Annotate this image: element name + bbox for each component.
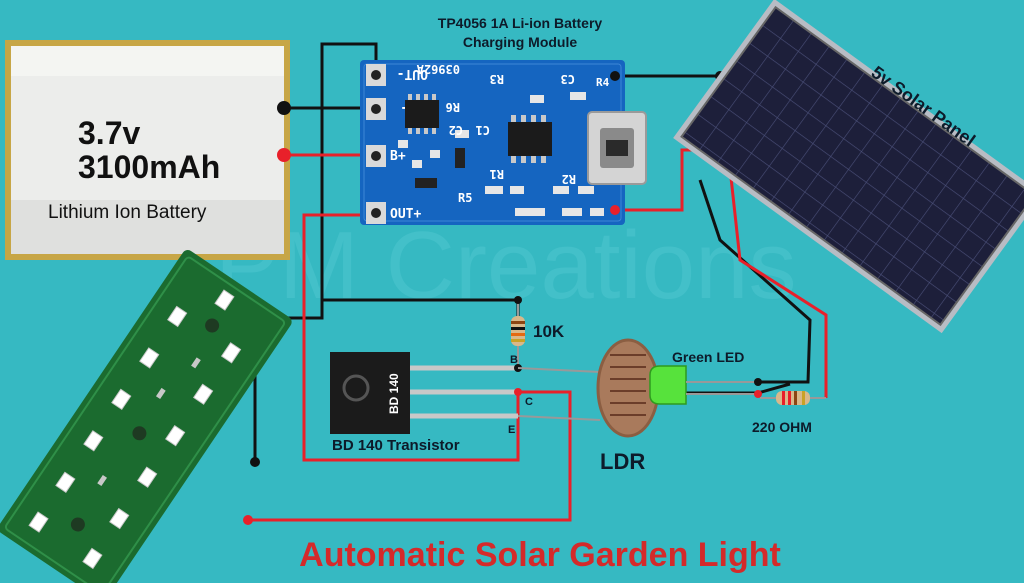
green-led (649, 365, 760, 405)
battery-capacity: 3100mAh (78, 149, 220, 185)
silk-r4: R4 (596, 76, 610, 89)
pin-out-minus: OUT- (397, 66, 428, 81)
wire-out-plus (302, 213, 520, 462)
resistor-10k-label: 10K (533, 322, 565, 341)
ic-chip-2 (508, 122, 552, 156)
resistor-10k (511, 300, 525, 368)
silk-c1: C1 (476, 123, 490, 137)
silk-r3: R3 (490, 72, 504, 86)
wire-emitter-gnd (698, 179, 812, 384)
resistor-220-label: 220 OHM (752, 419, 812, 435)
junction-10k-top (514, 296, 522, 304)
transistor-bd140: BD 140 (330, 352, 518, 434)
silk-r2: R2 (562, 172, 576, 186)
watermark: PM Creations (215, 212, 797, 319)
silk-chip: 03962A (416, 62, 460, 76)
transistor-body-text: BD 140 (387, 373, 401, 414)
battery-minus-terminal (277, 101, 291, 115)
silk-c2: C2 (449, 123, 463, 137)
ic-chip-1 (405, 100, 439, 128)
pad-in-minus (610, 71, 620, 81)
wire-led-cathode (682, 382, 791, 395)
led-cathode-junction (754, 378, 762, 386)
pin-b-plus: B+ (390, 149, 406, 164)
transistor-pin-e: E (508, 424, 515, 436)
silk-c3: C3 (561, 72, 575, 86)
led-board (0, 250, 292, 583)
silk-r5: R5 (458, 191, 472, 205)
silk-r6: R6 (446, 100, 460, 114)
wire-collector-lights (248, 390, 572, 522)
tp4056-module: OUT- B- B+ OUT+ 03962A R3 (360, 60, 647, 225)
ldr-label: LDR (600, 449, 645, 474)
lights-plus-terminal (243, 515, 253, 525)
lights-minus-terminal (250, 457, 260, 467)
battery-voltage: 3.7v (78, 115, 140, 151)
module-label-line2: Charging Module (463, 34, 578, 50)
diagram-title: Automatic Solar Garden Light (299, 536, 781, 574)
solar-panel (673, 0, 1024, 334)
led-anode-junction (754, 390, 762, 398)
silk-r1: R1 (490, 167, 504, 181)
transistor-pin-b: B (510, 354, 518, 366)
battery: 3.7v 3100mAh Lithium Ion Battery (5, 40, 291, 260)
pin-out-plus: OUT+ (390, 207, 421, 222)
transistor-pin-c: C (525, 396, 533, 408)
battery-label: Lithium Ion Battery (48, 202, 207, 223)
module-label-line1: TP4056 1A Li-ion Battery (438, 15, 603, 31)
battery-plus-terminal (277, 148, 291, 162)
green-led-label: Green LED (672, 349, 744, 365)
junction-collector (514, 388, 522, 396)
pad-in-plus (610, 205, 620, 215)
transistor-label: BD 140 Transistor (332, 437, 460, 454)
resistor-220 (760, 391, 826, 405)
ldr (517, 338, 660, 438)
